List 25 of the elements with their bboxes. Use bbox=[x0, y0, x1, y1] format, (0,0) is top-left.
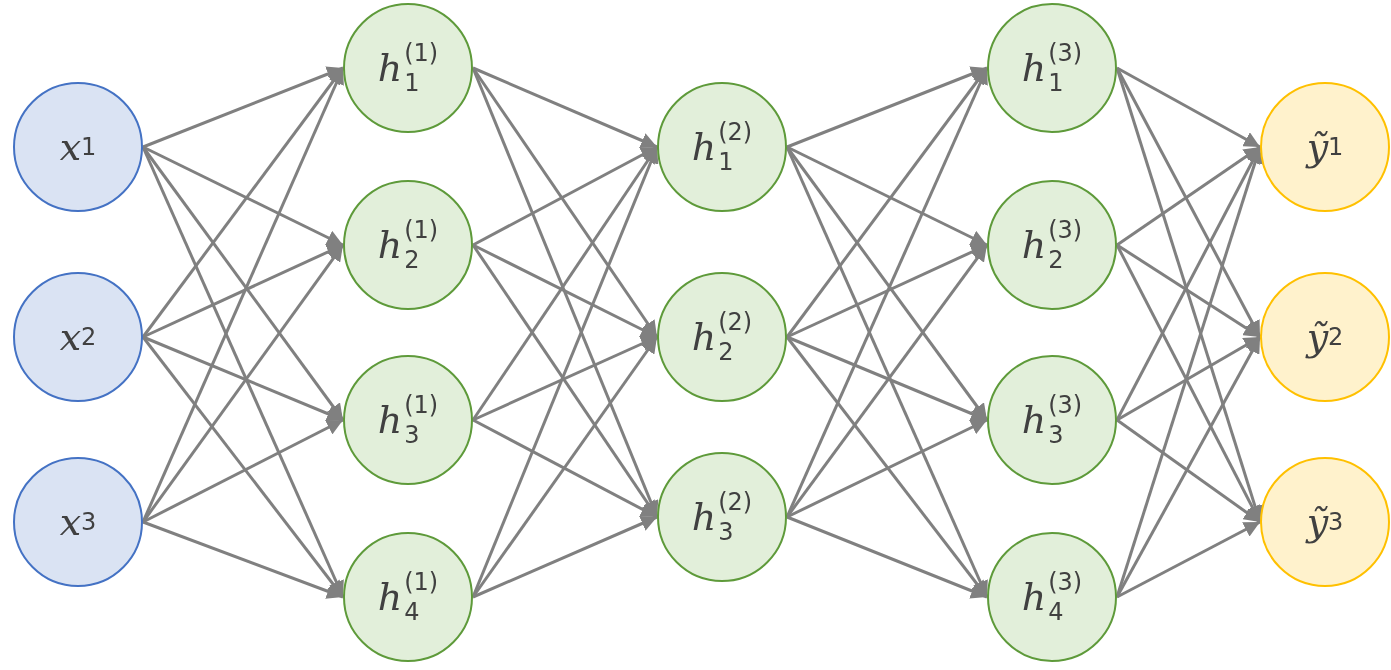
arrow bbox=[142, 335, 344, 422]
arrow bbox=[472, 243, 658, 339]
arrow bbox=[472, 335, 658, 422]
arrow bbox=[1116, 243, 1261, 339]
arrow bbox=[472, 66, 658, 149]
arrow bbox=[1116, 520, 1261, 599]
arrow bbox=[786, 145, 988, 247]
arrow bbox=[472, 515, 658, 599]
arrow bbox=[472, 418, 658, 519]
arrow bbox=[1116, 145, 1261, 247]
arrow bbox=[786, 418, 988, 519]
arrow bbox=[1116, 418, 1261, 524]
arrow bbox=[472, 145, 658, 247]
arrow bbox=[142, 243, 344, 339]
arrow bbox=[1116, 335, 1261, 422]
arrow bbox=[786, 66, 988, 149]
arrow bbox=[786, 515, 988, 599]
arrow bbox=[142, 418, 344, 524]
arrow bbox=[786, 335, 988, 422]
arrow bbox=[786, 243, 988, 339]
arrow bbox=[142, 520, 344, 599]
arrow bbox=[142, 145, 344, 247]
arrow bbox=[1116, 66, 1261, 149]
arrow bbox=[1115, 336, 1262, 598]
arrow bbox=[142, 66, 344, 149]
